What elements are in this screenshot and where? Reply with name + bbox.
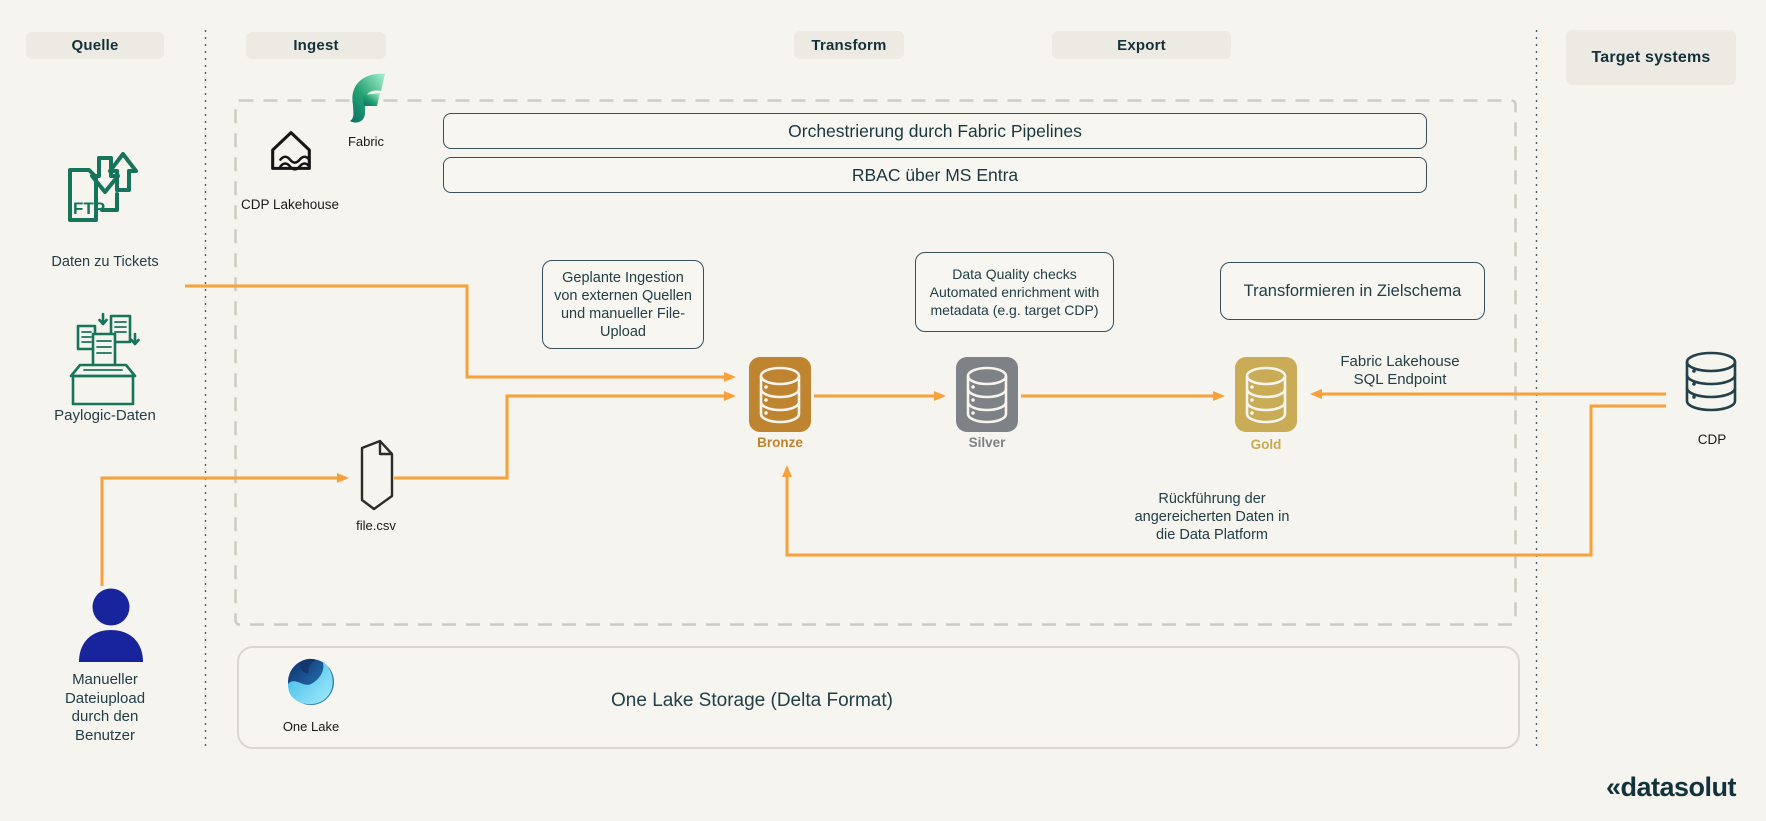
cdp-lakehouse-icon [271,131,311,171]
column-header-transform: Transform [794,31,904,59]
cdp-lakehouse-label: CDP Lakehouse [240,197,340,212]
zielschema-note-box: Transformieren in Zielschema [1220,262,1485,320]
orchestration-bar: Orchestrierung durch Fabric Pipelines [443,113,1427,149]
datasolut-logo: «datasolut [1605,772,1737,802]
column-header-quelle: Quelle [26,32,164,59]
gold-label: Gold [1250,437,1282,452]
bronze-db-icon [749,357,811,432]
one-lake-storage-title: One Lake Storage (Delta Format) [611,690,893,711]
rbac-bar: RBAC über MS Entra [443,157,1427,193]
fabric-label: Fabric [347,134,385,149]
ftp-label: Daten zu Tickets [51,254,159,270]
one-lake-icon [288,658,334,705]
ingest-note-box: Geplante Ingestion von externen Quellen … [542,260,704,349]
file-csv-label: file.csv [356,518,396,533]
fabric-icon [350,73,385,123]
ftp-icon: FTP [68,152,138,222]
svg-text:FTP: FTP [73,199,105,218]
user-icon [79,588,143,662]
silver-db-icon [956,357,1018,432]
one-lake-label: One Lake [282,719,340,734]
gold-db-icon [1235,357,1297,432]
bronze-label: Bronze [757,435,803,450]
column-header-export: Export [1052,31,1231,59]
column-header-ingest: Ingest [246,32,386,59]
file-csv-icon [360,439,394,511]
silver-label: Silver [968,435,1006,450]
column-header-target-systems: Target systems [1566,30,1736,85]
paylogic-label: Paylogic-Daten [54,407,156,424]
data-quality-note-box: Data Quality checks Automated enrichment… [915,252,1114,332]
sql-endpoint-label: Fabric Lakehouse SQL Endpoint [1340,353,1460,388]
paylogic-icon [69,312,140,406]
connector-filecsv-to-bronze [394,391,736,480]
cdp-label: CDP [1697,432,1727,447]
manual-upload-label: Manueller Dateiupload durch den Benutzer [64,671,146,744]
return-note-label: Rückführung der angereicherten Daten in … [1134,491,1290,543]
one-lake-storage-box [237,646,1520,749]
connector-user-to-filecsv [100,473,349,586]
cdp-db-icon [1685,351,1737,412]
